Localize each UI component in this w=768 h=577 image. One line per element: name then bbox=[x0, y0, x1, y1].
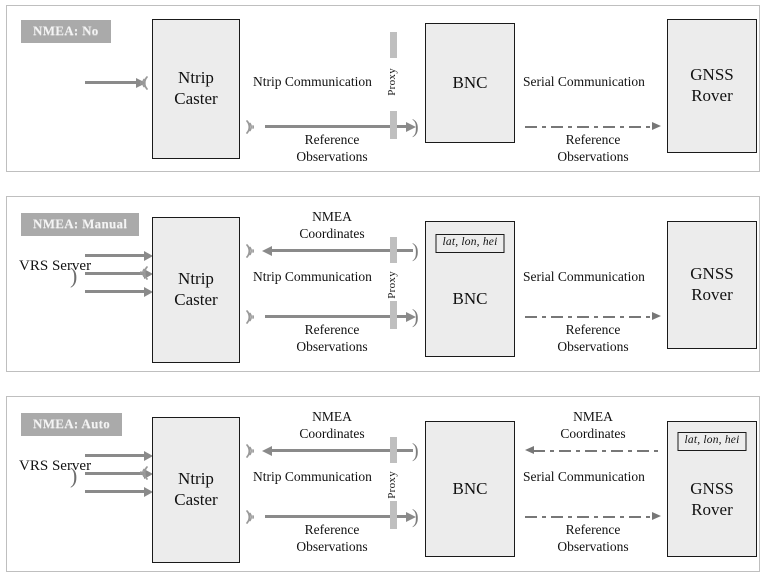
node-ntrip-caster[interactable]: Ntrip Caster bbox=[152, 217, 240, 363]
proxy-bar-upper bbox=[390, 32, 397, 58]
node-gnss-rover[interactable]: GNSS Rover bbox=[667, 19, 757, 153]
caption-ntrip-communication: Ntrip Communication bbox=[253, 469, 372, 484]
nmea-mode-badge: NMEA: Auto bbox=[21, 413, 123, 437]
rover-label-line1: GNSS bbox=[690, 264, 734, 284]
proxy-bar-lower bbox=[390, 301, 397, 329]
wireless-receive-icon bbox=[135, 462, 151, 484]
wireless-transmit-icon bbox=[243, 306, 259, 328]
panel-nmea-no: NMEA: No Ntrip Caster bbox=[6, 5, 760, 172]
nmea-mode-badge: NMEA: No bbox=[21, 20, 111, 44]
node-bnc[interactable]: BNC bbox=[425, 23, 515, 143]
caption-nmea-coordinates-right: NMEA Coordinates bbox=[560, 409, 626, 441]
rover-label-line2: Rover bbox=[691, 285, 733, 304]
coordinate-chip: lat, lon, hei bbox=[677, 432, 747, 451]
reference-observations-arrow-right bbox=[525, 512, 661, 521]
caption-serial-communication: Serial Communication bbox=[523, 74, 645, 89]
nmea-mode-badge: NMEA: Manual bbox=[21, 213, 140, 237]
caption-serial-communication: Serial Communication bbox=[523, 469, 645, 484]
proxy-label: Proxy bbox=[386, 68, 398, 96]
reference-observations-arrow-left bbox=[265, 121, 416, 132]
proxy-bar-upper bbox=[390, 237, 397, 263]
caption-nmea-coordinates-left: NMEA Coordinates bbox=[299, 409, 365, 441]
caster-label-line1: Ntrip bbox=[178, 269, 214, 289]
reference-observations-arrow-left bbox=[265, 511, 416, 522]
rover-label-line2: Rover bbox=[691, 86, 733, 105]
proxy-transmit-paren-icon-upper: ) bbox=[412, 240, 419, 262]
node-ntrip-caster[interactable]: Ntrip Caster bbox=[152, 19, 240, 159]
reference-observations-arrow-right bbox=[525, 122, 661, 131]
caption-reference-observations-right: Reference Observations bbox=[557, 522, 629, 554]
reference-observations-arrow-right bbox=[525, 312, 661, 321]
node-bnc[interactable]: BNC bbox=[425, 421, 515, 557]
nmea-coordinates-arrow-right bbox=[525, 446, 661, 455]
vrs-stream-arrows bbox=[85, 450, 155, 502]
rover-label-line1: GNSS bbox=[690, 65, 734, 85]
proxy-receive-paren-icon-lower: ) bbox=[412, 306, 419, 328]
panel-nmea-auto: NMEA: Auto VRS Server ) Ntrip bbox=[6, 396, 760, 572]
wireless-receive-icon bbox=[135, 262, 151, 284]
vrs-transmit-paren-icon: ) bbox=[70, 463, 78, 488]
rover-label-line1: GNSS bbox=[690, 479, 734, 499]
caster-label-line2: Caster bbox=[174, 490, 218, 509]
proxy-label: Proxy bbox=[386, 271, 398, 299]
caster-label-line1: Ntrip bbox=[178, 68, 214, 88]
wireless-transmit-icon bbox=[243, 506, 259, 528]
proxy-bar-lower bbox=[390, 501, 397, 529]
wireless-receive-icon-upper bbox=[243, 440, 259, 462]
caption-nmea-coordinates-left: NMEA Coordinates bbox=[299, 209, 365, 241]
caption-serial-communication: Serial Communication bbox=[523, 269, 645, 284]
node-ntrip-caster[interactable]: Ntrip Caster bbox=[152, 417, 240, 563]
rover-label-line2: Rover bbox=[691, 500, 733, 519]
caption-ntrip-communication: Ntrip Communication bbox=[253, 74, 372, 89]
caster-label-line1: Ntrip bbox=[178, 469, 214, 489]
proxy-receive-paren-icon-lower: ) bbox=[412, 506, 419, 528]
wireless-transmit-icon bbox=[243, 116, 259, 138]
proxy-transmit-paren-icon-upper: ) bbox=[412, 440, 419, 462]
node-gnss-rover[interactable]: lat, lon, hei GNSS Rover bbox=[667, 421, 757, 557]
caption-reference-observations-left: Reference Observations bbox=[296, 522, 368, 554]
caption-reference-observations-right: Reference Observations bbox=[557, 322, 629, 354]
nmea-coordinates-arrow-left bbox=[262, 445, 413, 456]
wireless-receive-icon-upper bbox=[243, 240, 259, 262]
vrs-transmit-paren-icon: ) bbox=[70, 263, 78, 288]
proxy-bar-lower bbox=[390, 111, 397, 139]
caster-label-line2: Caster bbox=[174, 89, 218, 108]
proxy-label: Proxy bbox=[386, 471, 398, 499]
vrs-server-label: VRS Server bbox=[19, 258, 92, 274]
node-gnss-rover[interactable]: GNSS Rover bbox=[667, 221, 757, 349]
caption-reference-observations-right: Reference Observations bbox=[557, 132, 629, 164]
bnc-label: BNC bbox=[452, 288, 488, 308]
bnc-label: BNC bbox=[452, 478, 488, 498]
bnc-label: BNC bbox=[452, 72, 488, 92]
proxy-bar-upper bbox=[390, 437, 397, 463]
caption-ntrip-communication: Ntrip Communication bbox=[253, 269, 372, 284]
vrs-server-label: VRS Server bbox=[19, 458, 92, 474]
nmea-coordinates-arrow-left bbox=[262, 245, 413, 256]
caster-label-line2: Caster bbox=[174, 290, 218, 309]
vrs-stream-arrows bbox=[85, 250, 155, 302]
caption-reference-observations-left: Reference Observations bbox=[296, 132, 368, 164]
caption-reference-observations-left: Reference Observations bbox=[296, 322, 368, 354]
reference-observations-arrow-left bbox=[265, 311, 416, 322]
wireless-receive-icon bbox=[135, 72, 151, 94]
incoming-stream-arrow bbox=[85, 77, 146, 88]
panel-nmea-manual: NMEA: Manual VRS Server ) Ntrip bbox=[6, 196, 760, 372]
node-bnc[interactable]: lat, lon, hei BNC bbox=[425, 221, 515, 357]
proxy-receive-paren-icon: ) bbox=[412, 116, 419, 138]
coordinate-chip: lat, lon, hei bbox=[435, 234, 505, 253]
